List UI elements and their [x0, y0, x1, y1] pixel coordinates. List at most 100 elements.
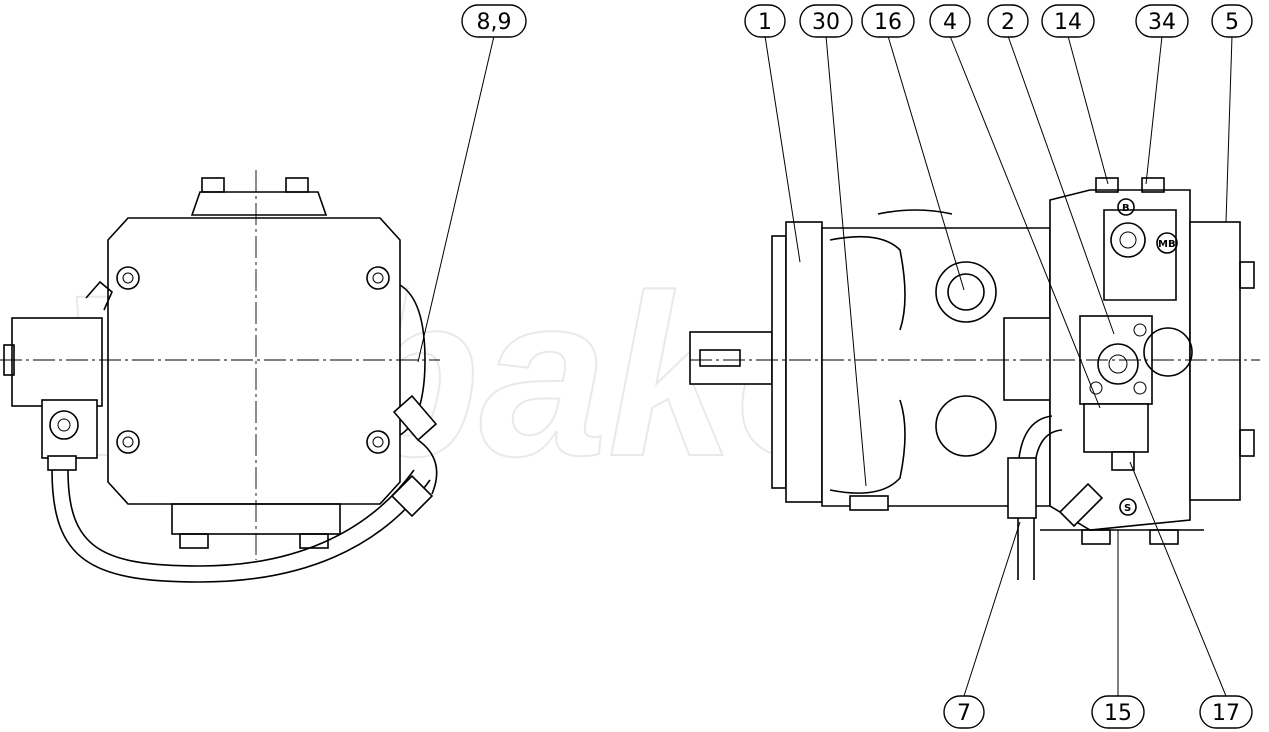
callout-17: 17	[1199, 695, 1253, 729]
callout-30-bubble	[799, 4, 853, 38]
corner-bolt-br-inner	[372, 436, 384, 448]
drain-hose-inner	[67, 469, 415, 567]
corner-bolt-bl	[116, 430, 140, 454]
callout-15-label: 15	[1104, 701, 1132, 726]
callout-4: 4	[929, 4, 971, 38]
port-s-label: S	[1124, 503, 1131, 514]
port-plate-bolt-tl	[1095, 177, 1119, 193]
top-boss	[190, 191, 328, 216]
hose-elbow	[417, 439, 438, 495]
left-end-view	[0, 170, 440, 583]
end-cover-bolt-bottom	[1239, 429, 1255, 457]
callout-34: 34	[1135, 4, 1189, 38]
callout-4-bubble	[929, 4, 971, 38]
port-b-fitting	[1110, 222, 1146, 258]
callout-16-bubble	[861, 4, 915, 38]
regulator-port	[1097, 343, 1139, 385]
housing-rib-bottom	[829, 399, 906, 494]
port-plate-bolt-bl	[1081, 529, 1111, 545]
callout-1-label: 1	[758, 10, 772, 35]
callout-14: 14	[1041, 4, 1095, 38]
port-mb-marker	[1156, 232, 1178, 254]
end-cover-bolt-top	[1239, 261, 1255, 289]
side-hose-fitting	[1007, 457, 1037, 519]
housing-drain-plug	[849, 495, 889, 511]
port-b-fitting-inner	[1119, 231, 1137, 249]
flange-plate	[785, 221, 823, 503]
callout-14-bubble	[1041, 4, 1095, 38]
callout-4-label: 4	[943, 10, 957, 35]
callout-30: 30	[799, 4, 853, 38]
corner-bolt-tl-inner	[122, 272, 134, 284]
callout-16-label: 16	[874, 10, 902, 35]
callout-1: 1	[744, 4, 786, 38]
callout-17-bubble	[1199, 695, 1253, 729]
corner-bolt-br	[366, 430, 390, 454]
leader-1	[764, 35, 801, 263]
callout-15-bubble	[1091, 695, 1145, 729]
case-port-top	[935, 261, 997, 323]
regulator-cap	[1143, 327, 1193, 377]
corner-bolt-tr-inner	[372, 272, 384, 284]
leader-2	[1007, 35, 1115, 335]
leader-8-9	[417, 35, 495, 363]
suction-elbow	[1058, 482, 1104, 528]
regulator-screw-2	[1089, 381, 1103, 395]
shaft-key	[699, 349, 741, 367]
control-valve-port-inner	[57, 418, 71, 432]
port-mb-label: MB	[1158, 239, 1176, 250]
port-plate-bolt-tr	[1141, 177, 1165, 193]
valve-cartridge-nut	[1111, 451, 1135, 471]
drive-shaft	[689, 331, 773, 385]
top-bolt-right	[285, 177, 309, 193]
leader-5	[1225, 35, 1233, 223]
callout-7: 7	[943, 695, 985, 729]
drain-hose-outer	[51, 469, 431, 583]
port-b-block	[1103, 209, 1177, 301]
callout-8-9-label: 8,9	[477, 10, 512, 35]
leader-7	[963, 521, 1021, 697]
end-cover	[1189, 221, 1241, 501]
callout-14-label: 14	[1054, 10, 1082, 35]
hose-fitting-left	[47, 455, 77, 471]
mounting-flange	[771, 235, 787, 489]
case-port-bottom	[935, 395, 997, 457]
corner-bolt-bl-inner	[122, 436, 134, 448]
callout-7-bubble	[943, 695, 985, 729]
leader-lines	[417, 35, 1233, 697]
valve-cartridge	[1083, 403, 1149, 453]
leader-14	[1067, 35, 1109, 185]
top-bolt-left	[201, 177, 225, 193]
hose-fitting-elbow-bottom	[390, 474, 434, 518]
callout-15: 15	[1091, 695, 1145, 729]
callout-1-bubble	[744, 4, 786, 38]
leader-16	[887, 35, 965, 291]
hose-fitting-elbow-top	[392, 394, 438, 442]
callout-34-bubble	[1135, 4, 1189, 38]
control-valve-port	[49, 410, 79, 440]
callout-5-label: 5	[1225, 10, 1239, 35]
callout-8-9: 8,9	[461, 4, 527, 38]
regulator-screw-3	[1133, 381, 1147, 395]
callout-5: 5	[1211, 4, 1253, 38]
callout-5-bubble	[1211, 4, 1253, 38]
leader-30	[825, 35, 867, 487]
corner-bolt-tl	[116, 266, 140, 290]
callout-30-label: 30	[812, 10, 840, 35]
port-plate-bolt-br	[1149, 529, 1179, 545]
port-s-marker	[1119, 498, 1137, 516]
leader-17	[1129, 461, 1227, 697]
housing-top-boss	[877, 209, 953, 215]
housing-rib-top	[829, 235, 906, 331]
callout-2: 2	[987, 4, 1029, 38]
corner-bolt-tr	[366, 266, 390, 290]
right-side-view: B MB S	[689, 177, 1260, 580]
main-housing-end	[107, 217, 401, 505]
leader-4	[949, 35, 1101, 409]
callout-17-label: 17	[1212, 701, 1240, 726]
port-b-label: B	[1122, 203, 1130, 214]
callout-2-label: 2	[1001, 10, 1015, 35]
callout-7-label: 7	[957, 701, 971, 726]
leader-34	[1145, 35, 1163, 185]
